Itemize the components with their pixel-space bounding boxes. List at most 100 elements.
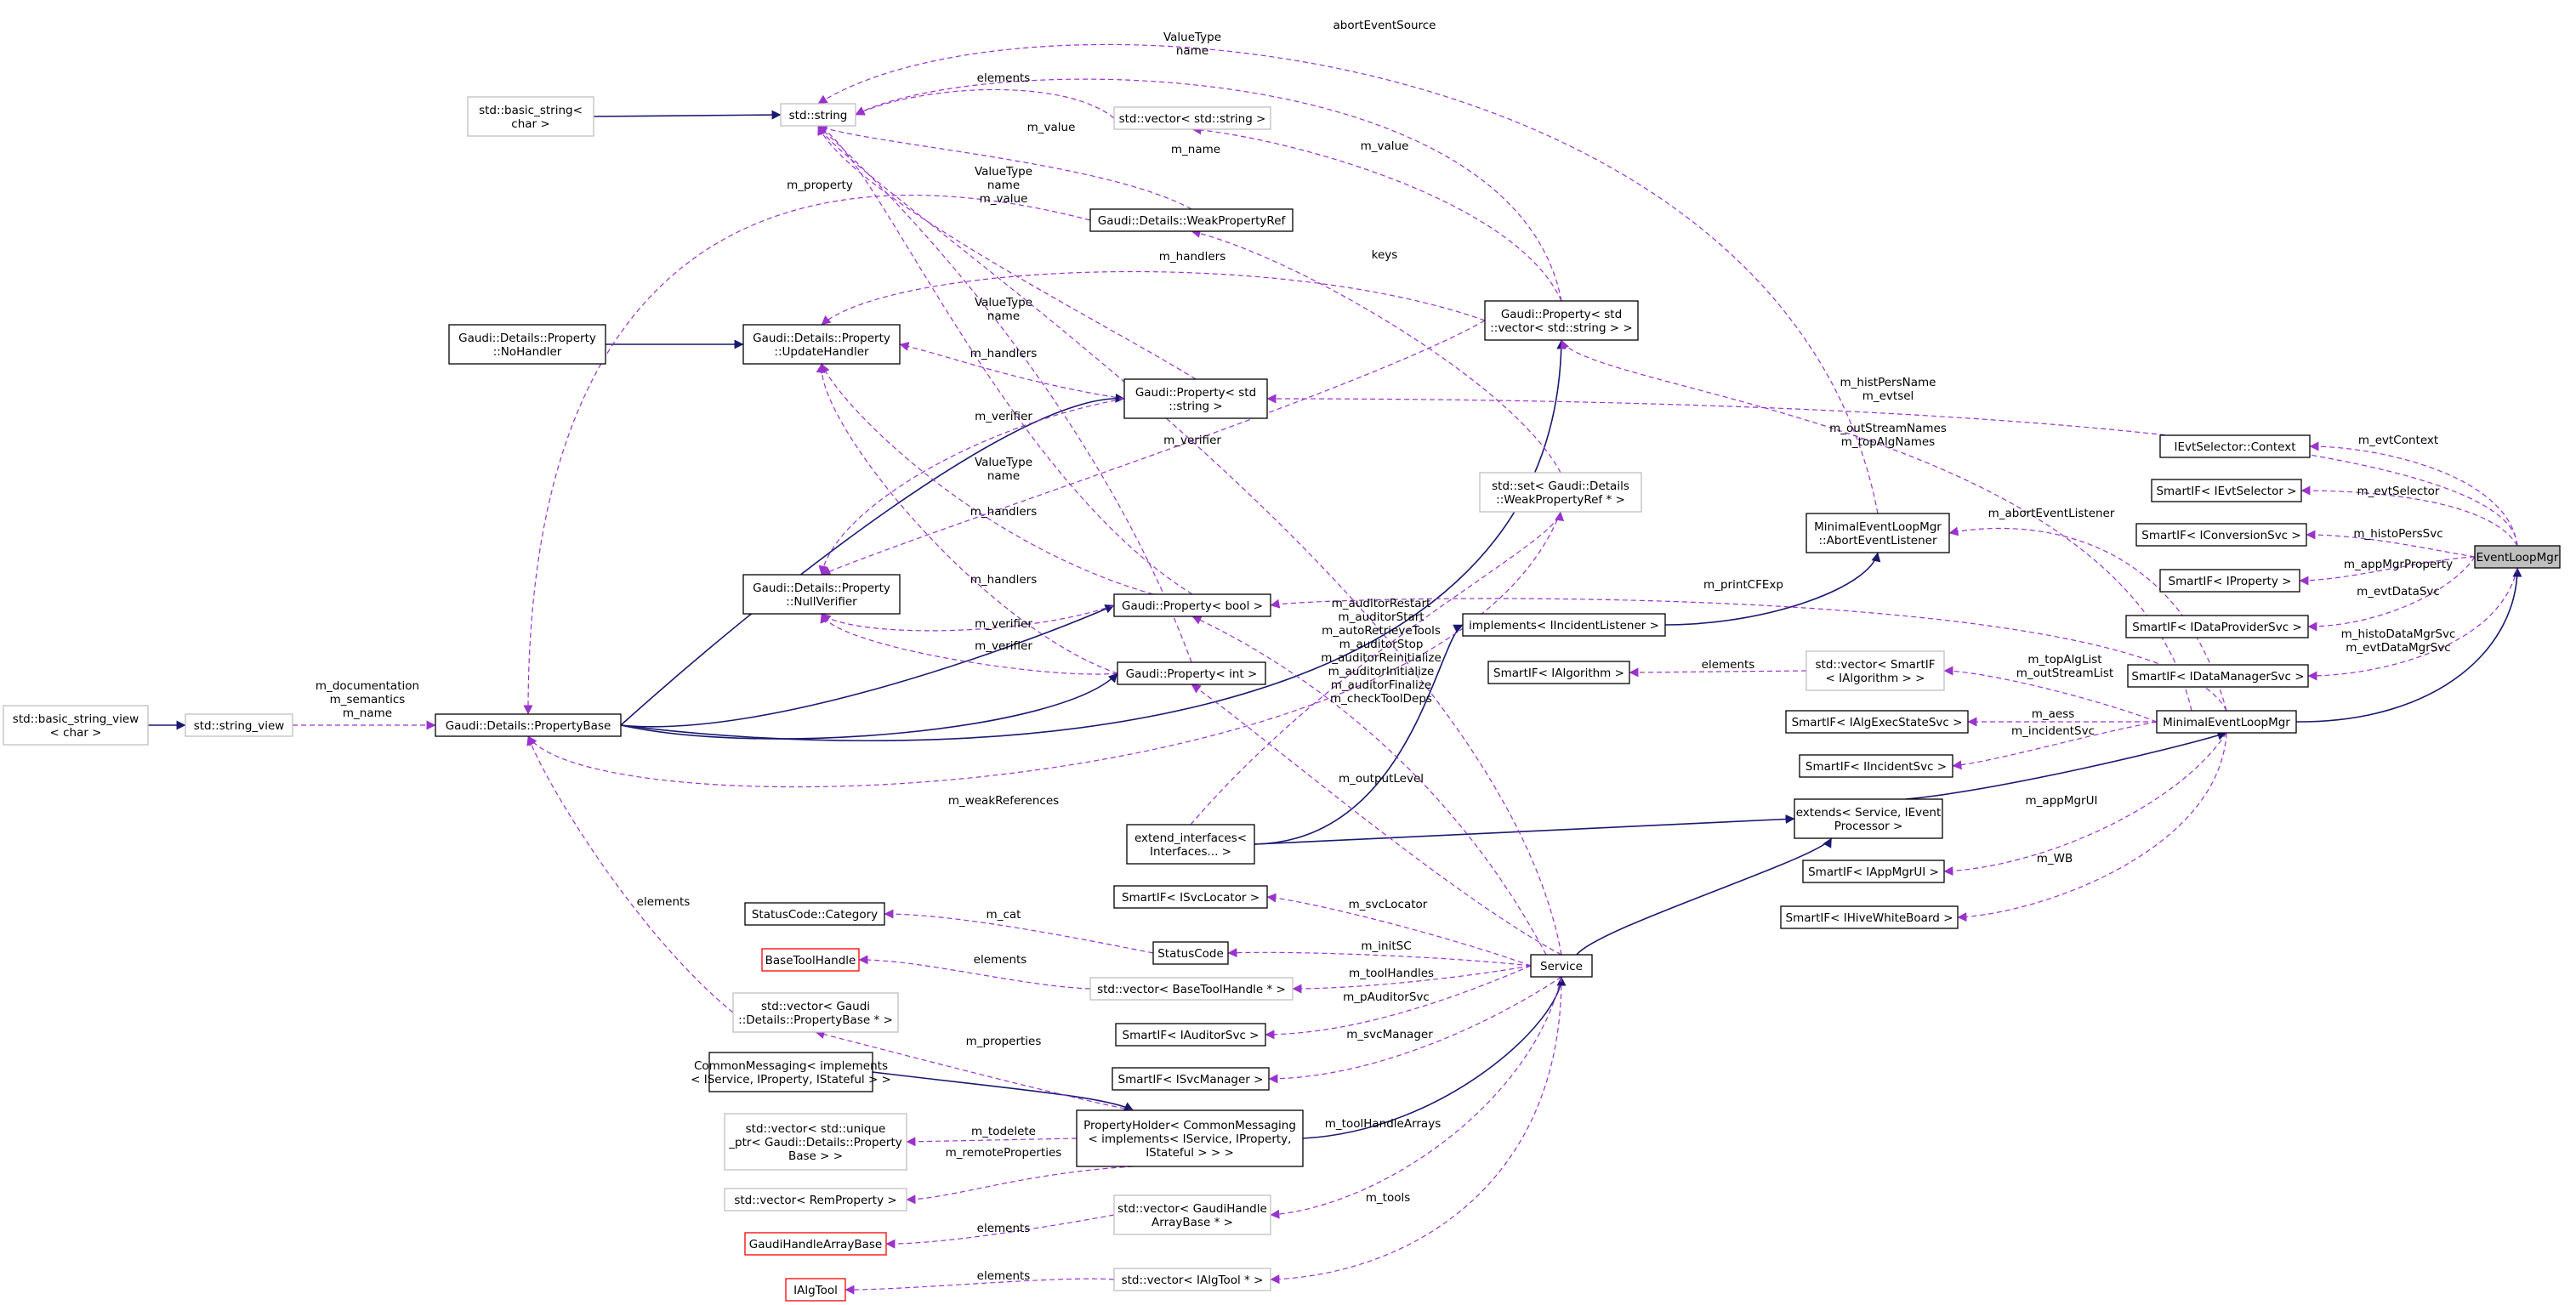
- class-node-StatusCodeCategory[interactable]: StatusCode::Category: [744, 902, 885, 926]
- class-node-GaudiHandleArrayBase[interactable]: GaudiHandleArrayBase: [744, 1232, 887, 1256]
- class-box[interactable]: [724, 1113, 907, 1171]
- class-node-NoHandler[interactable]: Gaudi::Details::Property::NoHandler: [448, 324, 606, 365]
- class-box[interactable]: [1089, 977, 1294, 1001]
- class-box[interactable]: [1112, 1067, 1270, 1091]
- class-node-MinimalEventLoopMgr[interactable]: MinimalEventLoopMgr: [2156, 710, 2297, 734]
- class-node-vectorSmartIAlgorithm[interactable]: std::vector< SmartIF< IAlgorithm > >: [1805, 650, 1945, 691]
- class-node-extendInterfaces[interactable]: extend_interfaces<Interfaces... >: [1126, 824, 1255, 865]
- class-node-PropBool[interactable]: Gaudi::Property< bool >: [1113, 593, 1271, 617]
- class-node-PropInt[interactable]: Gaudi::Property< int >: [1117, 661, 1266, 685]
- class-box[interactable]: [1126, 824, 1255, 865]
- class-box[interactable]: [780, 103, 856, 127]
- class-node-vectorString[interactable]: std::vector< std::string >: [1113, 106, 1271, 130]
- class-node-SmartIConversionSvc[interactable]: SmartIF< IConversionSvc >: [2135, 523, 2307, 547]
- class-node-SmartIProperty[interactable]: SmartIF< IProperty >: [2159, 569, 2300, 593]
- class-node-SmartIIncidentSvc[interactable]: SmartIF< IIncidentSvc >: [1799, 754, 1953, 778]
- class-box[interactable]: [2159, 434, 2311, 458]
- class-node-vectorBaseToolHandle[interactable]: std::vector< BaseToolHandle * >: [1089, 977, 1294, 1001]
- class-box[interactable]: [1799, 754, 1953, 778]
- class-box[interactable]: [1805, 650, 1945, 691]
- class-node-stdString[interactable]: std::string: [780, 103, 856, 127]
- class-node-SmartISvcLocator[interactable]: SmartIF< ISvcLocator >: [1113, 885, 1268, 909]
- class-box[interactable]: [1115, 1023, 1266, 1047]
- class-box[interactable]: [742, 574, 901, 615]
- class-box[interactable]: [1076, 1109, 1304, 1167]
- class-node-EvtSelectorContext[interactable]: IEvtSelector::Context: [2159, 434, 2311, 458]
- class-box[interactable]: [744, 1232, 887, 1256]
- class-box[interactable]: [1113, 885, 1268, 909]
- class-node-vectorIAlgTool[interactable]: std::vector< IAlgTool * >: [1113, 1268, 1271, 1291]
- class-box[interactable]: [185, 713, 293, 737]
- class-box[interactable]: [435, 713, 622, 737]
- class-box[interactable]: [1113, 106, 1271, 130]
- class-node-basicStringView[interactable]: std::basic_string_view< char >: [3, 705, 149, 746]
- class-box[interactable]: [448, 324, 606, 365]
- class-node-vectorRemProperty[interactable]: std::vector< RemProperty >: [724, 1188, 907, 1211]
- class-node-setWeakRef[interactable]: std::set< Gaudi::Details::WeakPropertyRe…: [1479, 472, 1642, 513]
- class-node-SmartIAlgorithm[interactable]: SmartIF< IAlgorithm >: [1487, 661, 1630, 684]
- class-box[interactable]: [1152, 941, 1229, 965]
- class-box[interactable]: [1530, 954, 1593, 978]
- class-box[interactable]: [467, 96, 594, 137]
- class-node-PropertyBase[interactable]: Gaudi::Details::PropertyBase: [435, 713, 622, 737]
- class-node-StatusCode[interactable]: StatusCode: [1152, 941, 1229, 965]
- class-node-EventLoopMgr[interactable]: EventLoopMgr: [2474, 545, 2561, 569]
- class-node-PropertyHolder[interactable]: PropertyHolder< CommonMessaging< impleme…: [1076, 1109, 1304, 1167]
- class-box[interactable]: [2474, 545, 2561, 569]
- class-node-SmartIAuditorSvc[interactable]: SmartIF< IAuditorSvc >: [1115, 1023, 1266, 1047]
- class-box[interactable]: [1780, 905, 1959, 929]
- class-box[interactable]: [761, 948, 860, 972]
- class-node-vectorGaudiHandleArrayBase[interactable]: std::vector< GaudiHandleArrayBase * >: [1113, 1194, 1271, 1235]
- class-node-stringView[interactable]: std::string_view: [185, 713, 293, 737]
- class-node-SmartIHiveWhiteBoard[interactable]: SmartIF< IHiveWhiteBoard >: [1780, 905, 1959, 929]
- class-box[interactable]: [2151, 479, 2302, 502]
- class-node-SmartIAppMgrUI[interactable]: SmartIF< IAppMgrUI >: [1802, 860, 1945, 883]
- class-box[interactable]: [785, 1278, 846, 1302]
- class-box[interactable]: [708, 1052, 873, 1092]
- class-box[interactable]: [724, 1188, 907, 1211]
- class-node-SmartISvcManager[interactable]: SmartIF< ISvcManager >: [1112, 1067, 1270, 1091]
- class-node-implementsIIncidentListener[interactable]: implements< IIncidentListener >: [1462, 613, 1666, 637]
- class-box[interactable]: [1462, 613, 1666, 637]
- class-node-SmartIAlgExecStateSvc[interactable]: SmartIF< IAlgExecStateSvc >: [1785, 710, 1969, 734]
- class-box[interactable]: [732, 992, 899, 1033]
- class-node-WeakPropertyRef[interactable]: Gaudi::Details::WeakPropertyRef: [1089, 208, 1294, 232]
- class-box[interactable]: [2127, 664, 2309, 688]
- class-box[interactable]: [1484, 300, 1639, 341]
- class-box[interactable]: [2125, 615, 2309, 638]
- class-node-SmartIDataProviderSvc[interactable]: SmartIF< IDataProviderSvc >: [2125, 615, 2309, 638]
- class-box[interactable]: [1487, 661, 1630, 684]
- class-box[interactable]: [1089, 208, 1294, 232]
- class-node-Service[interactable]: Service: [1530, 954, 1593, 978]
- class-box[interactable]: [1794, 798, 1943, 839]
- class-box[interactable]: [1802, 860, 1945, 883]
- class-box[interactable]: [1123, 378, 1268, 419]
- class-box[interactable]: [1117, 661, 1266, 685]
- class-node-PropVecString[interactable]: Gaudi::Property< std::vector< std::strin…: [1484, 300, 1639, 341]
- class-box[interactable]: [2135, 523, 2307, 547]
- class-box[interactable]: [1113, 593, 1271, 617]
- class-node-UpdateHandler[interactable]: Gaudi::Details::Property::UpdateHandler: [742, 324, 901, 365]
- class-box[interactable]: [1805, 513, 1950, 553]
- class-node-basicString[interactable]: std::basic_string<char >: [467, 96, 594, 137]
- class-box[interactable]: [1113, 1268, 1271, 1291]
- class-box[interactable]: [742, 324, 901, 365]
- class-node-AbortEventListener[interactable]: MinimalEventLoopMgr::AbortEventListener: [1805, 513, 1950, 553]
- class-box[interactable]: [744, 902, 885, 926]
- class-node-SmartIDataManagerSvc[interactable]: SmartIF< IDataManagerSvc >: [2127, 664, 2309, 688]
- class-node-vectorUniquePtr[interactable]: std::vector< std::unique_ptr< Gaudi::Det…: [724, 1113, 907, 1171]
- class-node-vectorPropertyBase[interactable]: std::vector< Gaudi::Details::PropertyBas…: [732, 992, 899, 1033]
- class-box[interactable]: [1479, 472, 1642, 513]
- class-box[interactable]: [3, 705, 149, 746]
- class-node-NullVerifier[interactable]: Gaudi::Details::Property::NullVerifier: [742, 574, 901, 615]
- class-node-BaseToolHandle[interactable]: BaseToolHandle: [761, 948, 860, 972]
- class-node-CommonMessaging[interactable]: CommonMessaging< implements< IService, I…: [691, 1052, 891, 1092]
- class-box[interactable]: [1113, 1194, 1271, 1235]
- class-box[interactable]: [2159, 569, 2300, 593]
- class-box[interactable]: [1785, 710, 1969, 734]
- class-box[interactable]: [2156, 710, 2297, 734]
- class-node-PropString[interactable]: Gaudi::Property< std::string >: [1123, 378, 1268, 419]
- class-node-SmartIEvtSelector[interactable]: SmartIF< IEvtSelector >: [2151, 479, 2302, 502]
- class-node-IAlgTool[interactable]: IAlgTool: [785, 1278, 846, 1302]
